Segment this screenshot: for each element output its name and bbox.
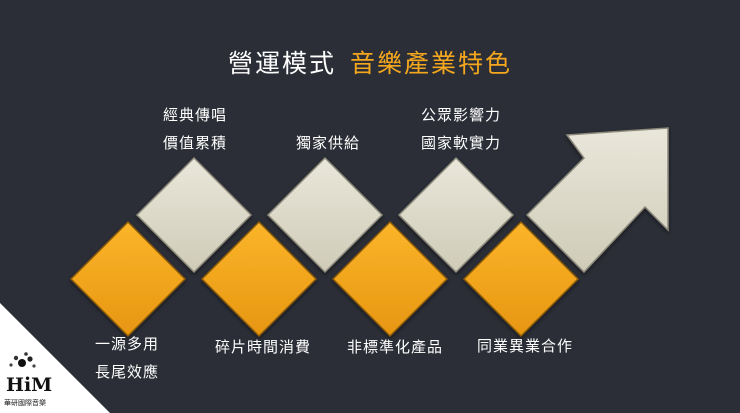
cream-diamond-3 xyxy=(397,156,515,274)
top-label-2-line1: 獨家供給 xyxy=(296,134,361,152)
orange-diamond-3 xyxy=(331,220,449,338)
top-label-3-line1: 公眾影響力 xyxy=(421,106,502,124)
logo-subtitle: 華研國際音樂 xyxy=(4,399,46,407)
bottom-label-2: 碎片時間消費 xyxy=(215,333,311,361)
bottom-label-4-line1: 同業異業合作 xyxy=(477,337,574,355)
orange-diamonds xyxy=(69,220,580,338)
arrow-up-right-icon xyxy=(525,127,669,274)
cream-diamond-2 xyxy=(266,156,384,274)
top-label-2: 獨家供給 xyxy=(296,129,360,157)
bottom-label-1: 一源多用 長尾效應 xyxy=(95,330,159,386)
top-label-1: 經典傳唱 價值累積 xyxy=(163,101,227,157)
slide-title: 營運模式音樂產業特色 xyxy=(0,44,740,80)
bottom-label-1-line1: 一源多用 xyxy=(95,335,160,353)
bottom-label-3: 非標準化產品 xyxy=(347,333,443,361)
title-main: 營運模式 xyxy=(227,49,336,78)
top-label-3-line2: 國家軟實力 xyxy=(421,134,502,152)
logo-name: HiM xyxy=(6,374,53,396)
logo-corner-triangle xyxy=(0,303,110,413)
cream-diamond-1 xyxy=(135,156,253,274)
top-label-1-line1: 經典傳唱 xyxy=(163,106,228,124)
orange-diamond-4 xyxy=(462,220,580,338)
logo-mark-icon xyxy=(9,352,36,368)
bottom-label-4: 同業異業合作 xyxy=(477,332,573,360)
cream-diamonds xyxy=(135,156,515,274)
orange-diamond-2 xyxy=(200,220,318,338)
bottom-label-3-line1: 非標準化產品 xyxy=(347,338,444,356)
title-accent: 音樂產業特色 xyxy=(350,49,513,78)
orange-diamond-1 xyxy=(69,220,187,338)
bottom-label-2-line1: 碎片時間消費 xyxy=(215,338,312,356)
top-label-1-line2: 價值累積 xyxy=(163,134,228,152)
bottom-label-1-line2: 長尾效應 xyxy=(95,363,160,381)
top-label-3: 公眾影響力 國家軟實力 xyxy=(421,101,501,157)
